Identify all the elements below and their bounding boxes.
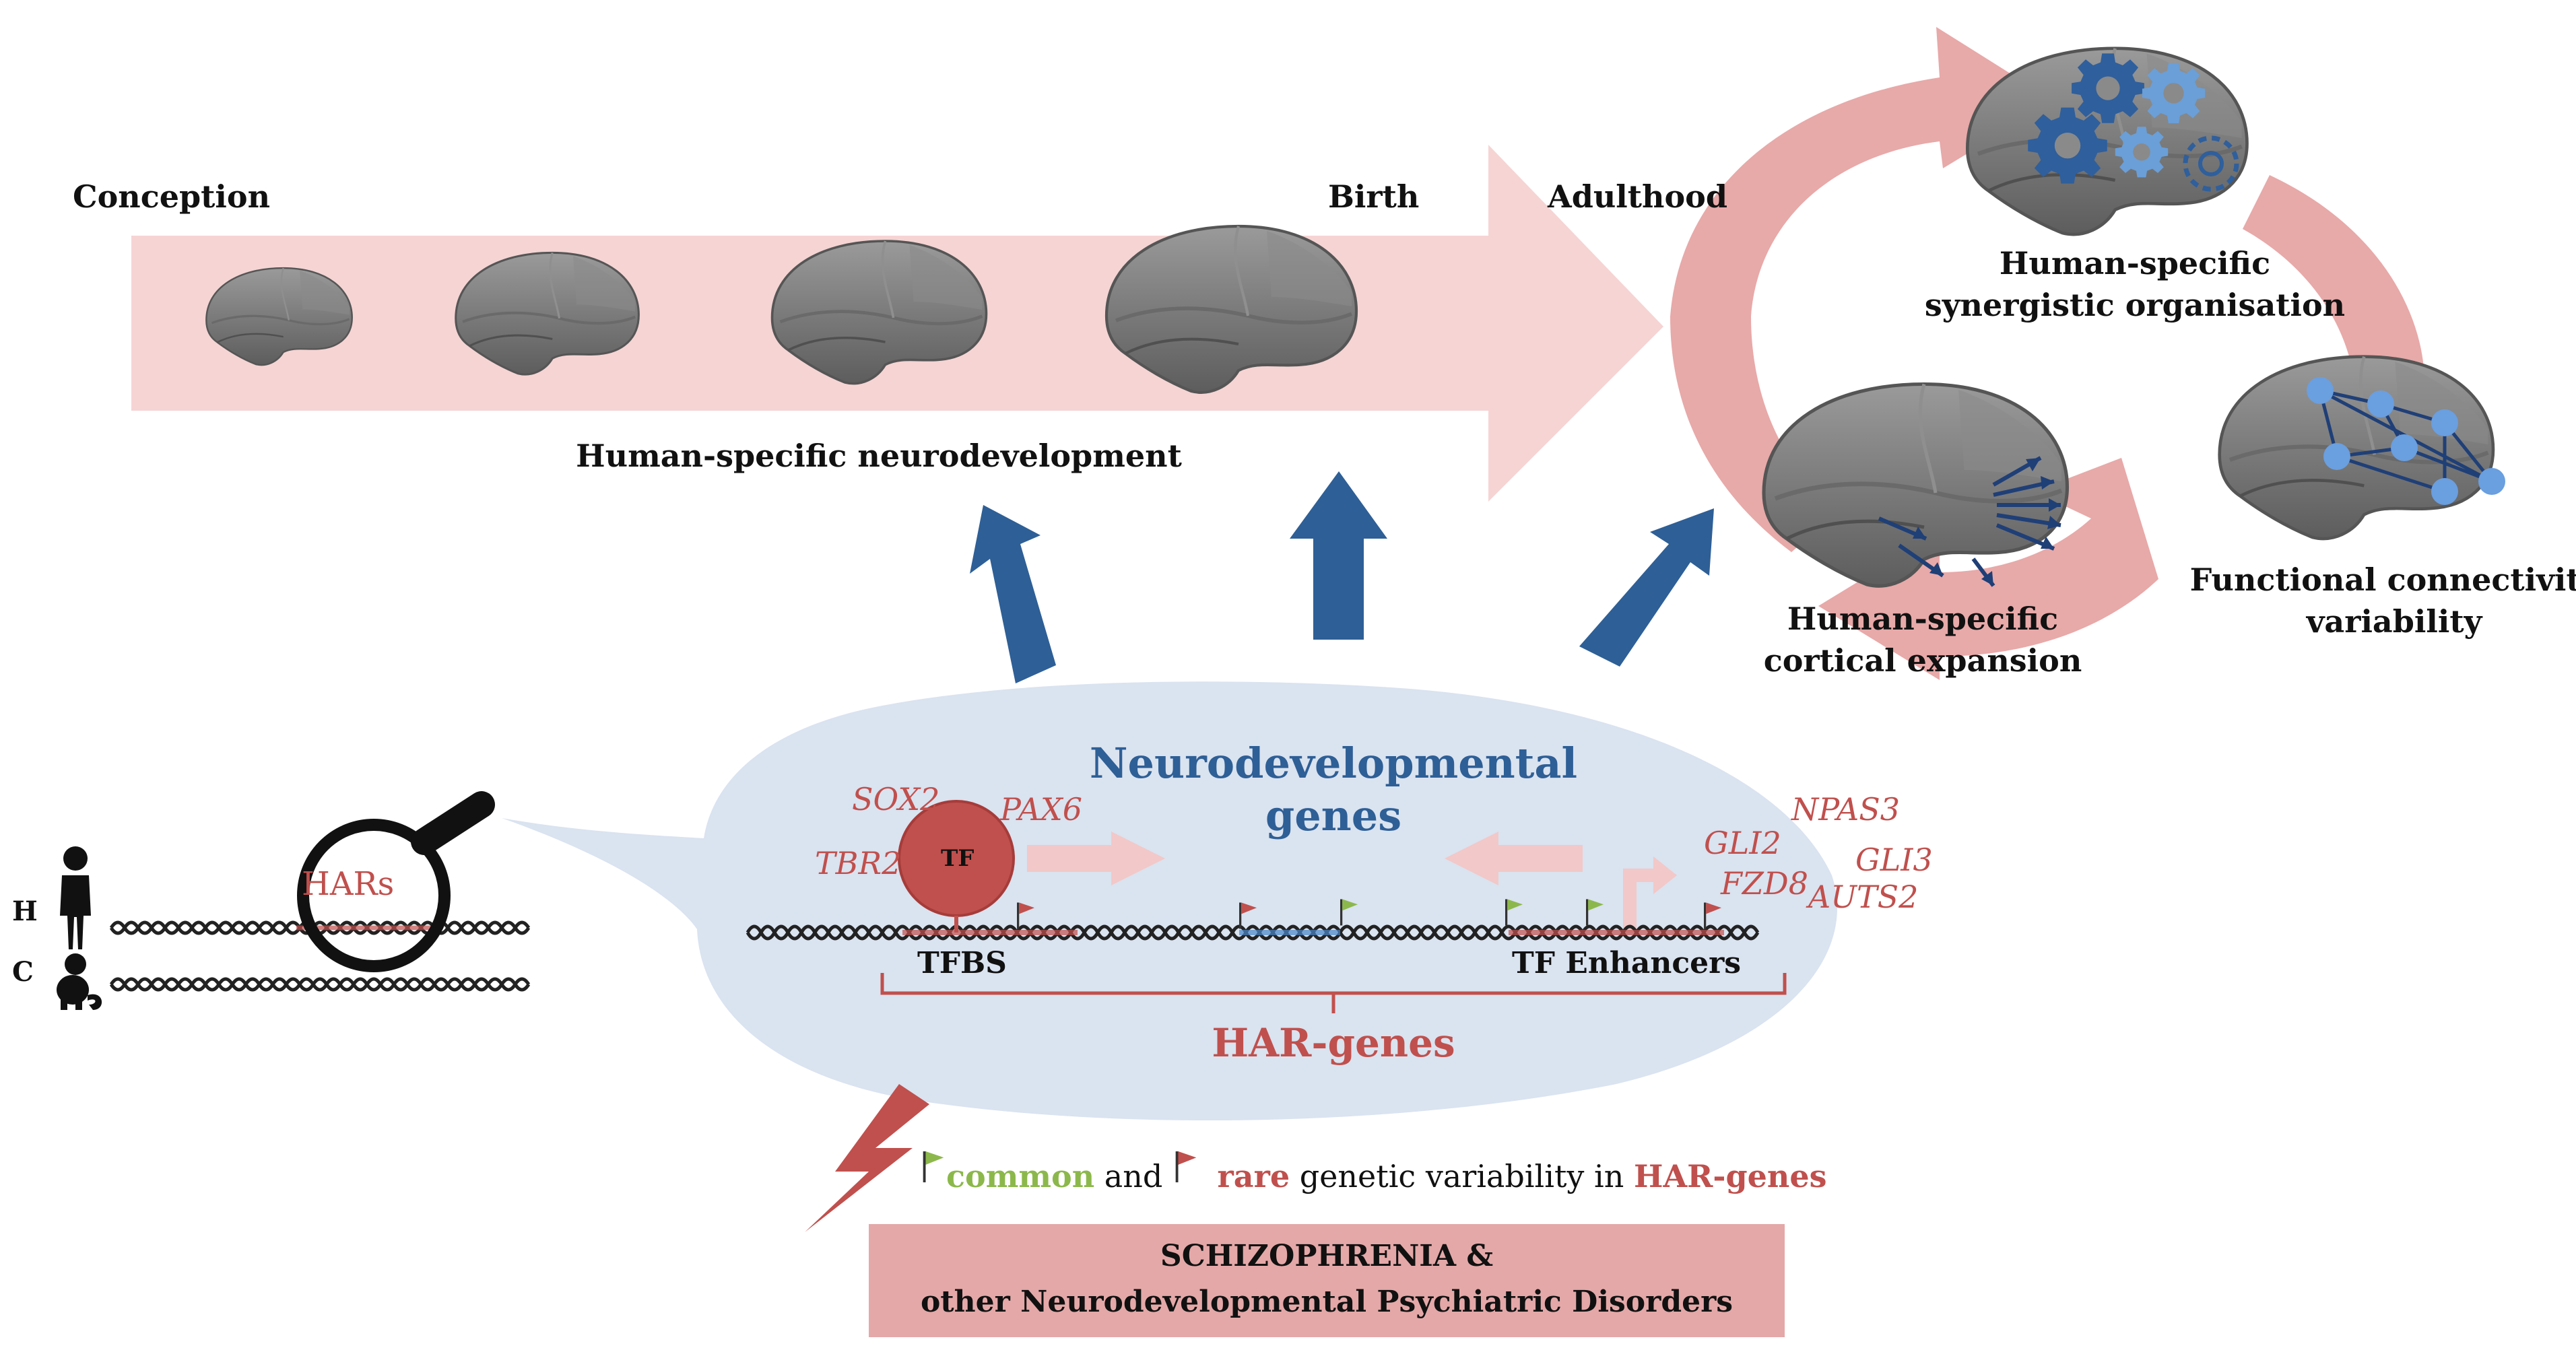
disorder-line1: SCHIZOPHRENIA & <box>1160 1239 1494 1273</box>
har-genes-label: HAR-genes <box>1212 1020 1455 1066</box>
lightning-icon <box>805 1084 929 1232</box>
birth-label: Birth <box>1328 178 1420 215</box>
gear-icon <box>2072 53 2144 123</box>
monkey-icon <box>57 953 102 1010</box>
up-arrow-left <box>970 505 1056 683</box>
tfbs-label: TFBS <box>917 946 1007 980</box>
tf-label: TF <box>941 845 975 872</box>
pink-arrow-left <box>1445 832 1583 885</box>
network-node <box>2431 409 2458 436</box>
cycle-arrow-bottom <box>1818 458 2158 680</box>
network-node <box>2431 478 2458 505</box>
speech-bubble <box>502 681 1838 1120</box>
gene-auts2: AUTS2 <box>1808 879 1919 915</box>
network-node <box>2307 377 2334 404</box>
and-label: and <box>1104 1158 1163 1194</box>
pink-arrow-bent <box>1623 856 1677 933</box>
gene-pax6: PAX6 <box>1000 791 1082 827</box>
gene-sox2: SOX2 <box>852 781 940 817</box>
common-label: common <box>946 1158 1095 1194</box>
gene-gli2: GLI2 <box>1704 825 1781 861</box>
connectivity-label: Functional connectivity variability <box>2189 562 2576 640</box>
gene-fzd8: FZD8 <box>1721 865 1809 902</box>
gear-icon <box>2183 135 2239 192</box>
network-node <box>2323 443 2350 470</box>
har-genes-inline: HAR-genes <box>1634 1158 1827 1194</box>
up-arrow-middle <box>1290 471 1387 640</box>
adulthood-label: Adulthood <box>1548 178 1727 215</box>
flag-icon <box>923 1151 944 1182</box>
disorder-box <box>869 1224 1785 1337</box>
network-node <box>2367 391 2394 417</box>
network-node <box>2478 468 2505 495</box>
expansion-label: Human-specific cortical expansion <box>1763 601 2082 679</box>
neurodevelopment-caption: Human-specific neurodevelopment <box>576 438 1182 474</box>
chimp-row-label: C <box>12 956 34 988</box>
synergy-label: Human-specific synergistic organisation <box>1924 245 2346 323</box>
tf-enhancers-label: TF Enhancers <box>1512 946 1742 980</box>
cycle-arrow-top <box>1670 27 2054 316</box>
in-label: in <box>1594 1158 1624 1194</box>
pink-arrow-right <box>1027 832 1165 885</box>
har-genes-bracket <box>880 973 1787 1013</box>
cycle-arrow-right <box>2243 175 2424 377</box>
gear-icon <box>2142 63 2206 124</box>
neurodevelopmental-genes-title: Neurodevelopmental genes <box>1089 739 1578 840</box>
conception-label: Conception <box>73 178 271 215</box>
variability-sentence: common and rare genetic variability in H… <box>946 1158 1827 1194</box>
variability-text: genetic variability <box>1299 1158 1585 1194</box>
bubble-dna <box>746 924 1760 941</box>
gene-tbr2: TBR2 <box>815 845 902 881</box>
gear-icon <box>2028 107 2107 184</box>
human-row-label: H <box>12 895 38 927</box>
gene-npas3: NPAS3 <box>1791 791 1900 827</box>
magnifier-icon <box>297 791 495 972</box>
rare-label: rare <box>1217 1158 1290 1194</box>
brain-icon <box>2220 357 2493 539</box>
disorder-line2: other Neurodevelopmental Psychiatric Dis… <box>920 1285 1733 1319</box>
human-icon <box>60 846 91 949</box>
network-node <box>2391 434 2418 461</box>
hars-label: HARs <box>302 865 395 903</box>
gene-gli3: GLI3 <box>1855 842 1933 878</box>
up-arrow-right <box>1579 508 1714 667</box>
gear-icon <box>2115 127 2169 178</box>
